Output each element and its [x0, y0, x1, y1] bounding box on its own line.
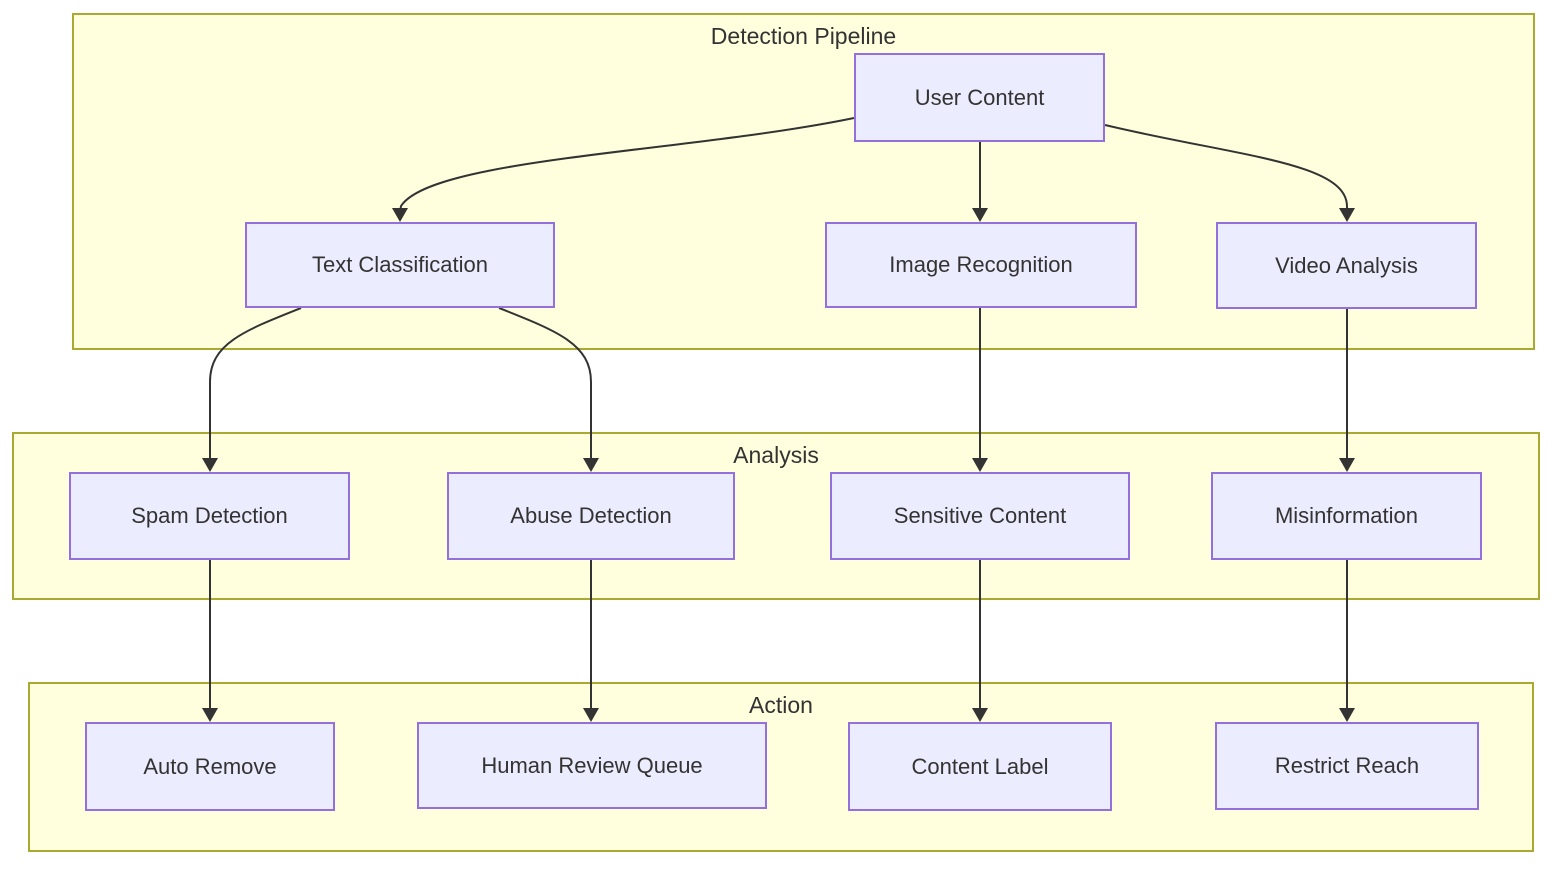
cluster-title-detection-pipeline: Detection Pipeline [710, 23, 897, 49]
node-sensitive-content: Sensitive Content [830, 472, 1130, 560]
node-content-label: Content Label [848, 722, 1112, 811]
node-user-content: User Content [854, 53, 1105, 142]
node-image-recognition: Image Recognition [825, 222, 1137, 308]
node-human-review-queue: Human Review Queue [417, 722, 767, 809]
node-auto-remove: Auto Remove [85, 722, 335, 811]
cluster-title-analysis: Analysis [733, 442, 819, 468]
node-restrict-reach: Restrict Reach [1215, 722, 1479, 810]
node-misinformation: Misinformation [1211, 472, 1482, 560]
node-spam-detection: Spam Detection [69, 472, 350, 560]
node-video-analysis: Video Analysis [1216, 222, 1477, 309]
cluster-title-action: Action [749, 692, 813, 718]
node-text-classification: Text Classification [245, 222, 555, 308]
node-abuse-detection: Abuse Detection [447, 472, 735, 560]
